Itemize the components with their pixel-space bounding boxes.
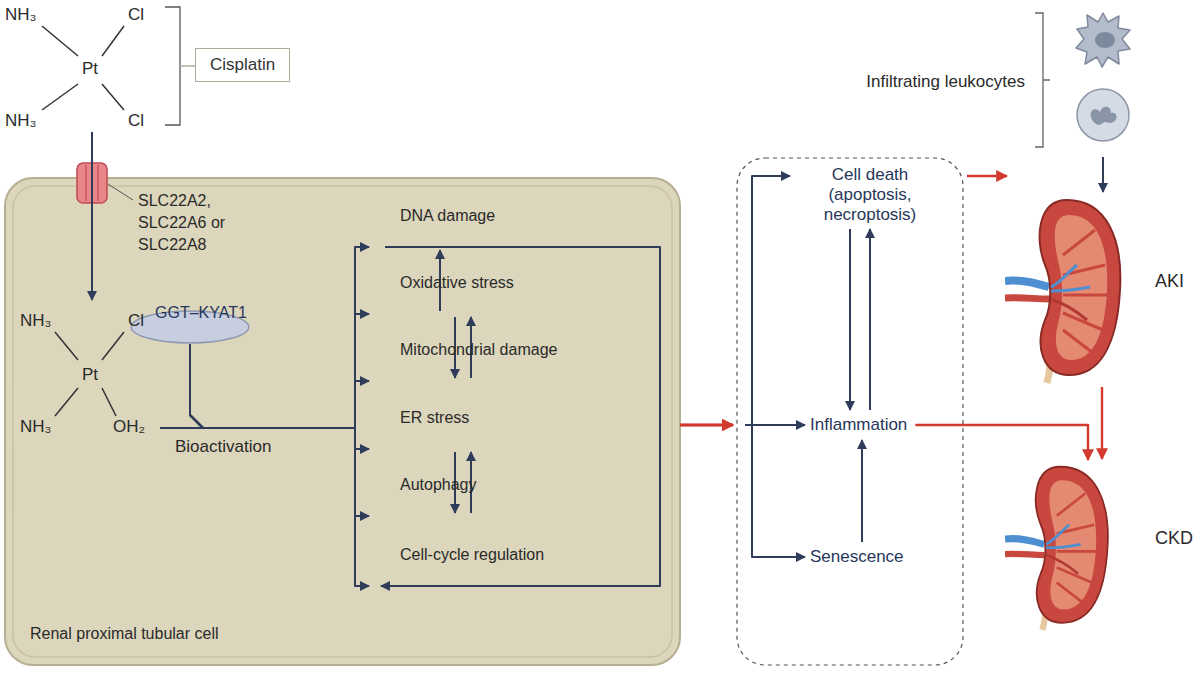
connector-line (680, 424, 733, 426)
node-label: DNA damage (400, 205, 495, 227)
connector-line (967, 175, 1007, 177)
node-label: ER stress (400, 407, 469, 429)
node-label: Mitochondrial damage (400, 339, 557, 361)
connector-line (680, 424, 733, 426)
connector-line (861, 440, 863, 542)
enzyme-ellipse: GGT–KYAT1 (130, 310, 250, 344)
connector-line (849, 229, 851, 410)
kidney-figure: CKD (1005, 462, 1195, 632)
connector-line (190, 344, 369, 516)
flow-arrow (190, 344, 369, 449)
chemical-symbol: Pt (82, 58, 98, 80)
flow-arrow (850, 229, 851, 410)
node-label: CKD (1155, 527, 1193, 549)
node-label: Infiltrating leukocytes (866, 71, 1025, 93)
kidney-illustration (1005, 462, 1112, 632)
connector-line (1101, 387, 1103, 459)
flow-arrow (190, 344, 369, 428)
flow-arrow (680, 425, 805, 426)
flow-arrow (1103, 157, 1104, 192)
node-label: GGT–KYAT1 (155, 302, 247, 324)
flow-arrow (870, 229, 871, 410)
connector-line (745, 176, 790, 425)
node-label: Inflammation (810, 414, 907, 436)
chemical-symbol: Cl (128, 4, 144, 26)
flow-arrow (862, 440, 863, 542)
kidney-figure: AKI (1005, 195, 1195, 385)
transporter-label: SLC22A2, SLC22A6 or SLC22A8 (138, 190, 263, 256)
connector-line (680, 424, 733, 426)
connector-line (381, 247, 660, 586)
connector-line (190, 344, 369, 586)
flow-arrow (680, 176, 790, 425)
chemical-symbol: NH₃ (20, 416, 51, 438)
chemical-symbol: NH₃ (20, 310, 51, 332)
title-box: Cisplatin (195, 48, 290, 82)
outcome-text: Senescence (810, 546, 904, 568)
flow-arrow (680, 425, 805, 557)
connector-line (869, 229, 871, 410)
outcome-text: Cell death (apoptosis, necroptosis) (795, 165, 945, 225)
node-label: Senescence (810, 546, 904, 568)
chemical-symbol: NH₃ (5, 110, 36, 132)
connector-line (915, 425, 1088, 460)
flow-arrow (1102, 387, 1103, 459)
node-label: AKI (1155, 270, 1184, 292)
flow-arrow (381, 247, 660, 586)
node-label: Oxidative stress (400, 272, 514, 294)
chemical-symbol: OH₂ (113, 416, 145, 438)
node-label: Autophagy (400, 474, 477, 496)
kidney-illustration (1005, 195, 1125, 385)
chemical-symbol: Cl (128, 310, 144, 332)
connector-line (1102, 157, 1104, 192)
flow-arrow (915, 425, 1088, 460)
process-label: Bioactivation (175, 436, 271, 458)
connector-line (190, 344, 369, 428)
connector-line (745, 424, 805, 426)
flow-arrow (967, 176, 1007, 177)
leukocyte-group: Infiltrating leukocytes (830, 5, 1150, 155)
node-label: Cell death (apoptosis, necroptosis) (795, 165, 945, 225)
node-label: Cisplatin (210, 54, 275, 76)
connector-line (745, 425, 805, 557)
outcome-text: Inflammation (810, 414, 907, 436)
node-label: Renal proximal tubular cell (30, 623, 219, 645)
connector-line (190, 344, 369, 449)
chemical-symbol: NH₃ (5, 4, 36, 26)
cell-region: Renal proximal tubular cell GGT–KYAT1 DNA … (5, 178, 680, 665)
chemical-symbol: Pt (82, 364, 98, 386)
flow-arrow (190, 344, 369, 516)
chemical-symbol: Cl (128, 110, 144, 132)
node-label: Cell-cycle regulation (400, 544, 544, 566)
flow-arrow (190, 344, 369, 586)
